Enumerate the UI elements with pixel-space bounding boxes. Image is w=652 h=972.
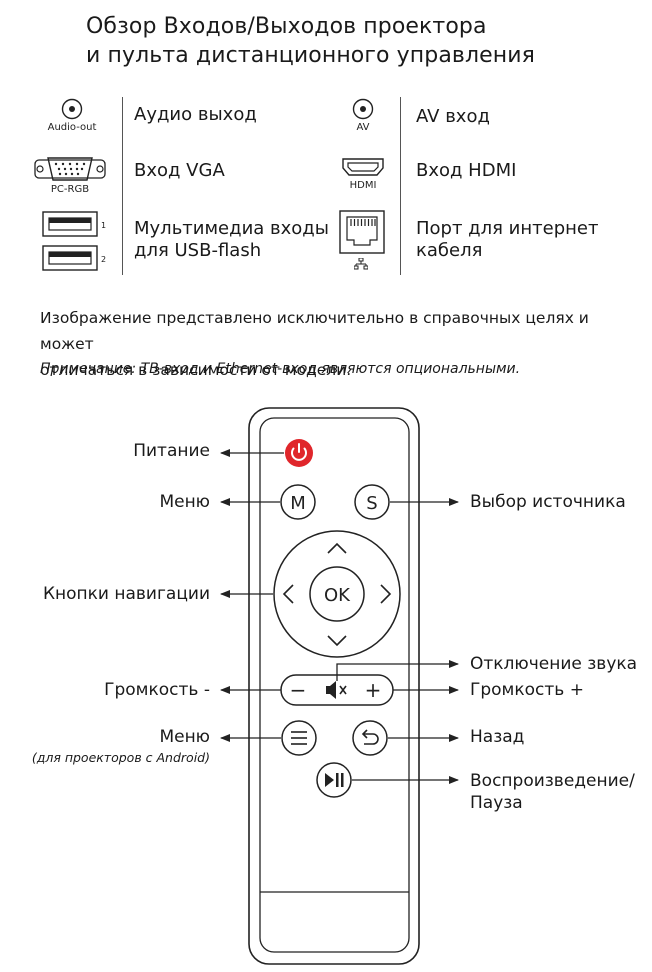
- power-button[interactable]: [285, 439, 313, 467]
- back-button[interactable]: [352, 720, 388, 756]
- disclaimer: Изображение представлено исключительно в…: [40, 305, 640, 383]
- menu-m-button-label: M: [290, 493, 306, 514]
- usb-port-icon: [42, 211, 98, 237]
- hamburger-icon: [291, 731, 307, 745]
- arrow-mute: [336, 660, 459, 681]
- note: Примечание: ТВ-вход и Ethernet-вход явля…: [40, 361, 521, 377]
- vga-port-icon: [34, 157, 106, 181]
- usb-port-icon: [42, 245, 98, 271]
- usb-label: Мультимедиа входы для USB-flash: [134, 218, 329, 262]
- hdmi-label: Вход HDMI: [416, 160, 517, 181]
- ethernet-port-icon: [339, 210, 385, 254]
- label-play-pause: Воспроизведение/ Пауза: [470, 770, 635, 814]
- av-jack-icon: [352, 98, 374, 120]
- audio-jack-icon: [61, 98, 83, 120]
- label-menu: Меню: [159, 492, 210, 512]
- label-vol-down: Громкость -: [104, 680, 210, 700]
- vga-caption: PC-RGB: [50, 184, 90, 195]
- network-icon: [354, 258, 368, 270]
- av-caption: AV: [356, 122, 370, 133]
- nav-down-button[interactable]: [327, 635, 347, 647]
- disclaimer-line-1: Изображение представлено исключительно в…: [40, 309, 589, 353]
- usb-index-1: 1: [101, 221, 107, 230]
- usb-label-line-1: Мультимедиа входы: [134, 218, 329, 239]
- page-title: Обзор Входов/Выходов проектора и пульта …: [86, 12, 535, 70]
- volume-plus-button[interactable]: +: [365, 678, 382, 702]
- volume-plus-label: +: [365, 678, 382, 702]
- ports-section: Audio-out Аудио выход AV AV вход PC-RGB …: [0, 0, 652, 290]
- usb-index-2: 2: [101, 255, 107, 264]
- ethernet-label: Порт для интернет кабеля: [416, 218, 598, 262]
- volume-minus-label: −: [290, 678, 307, 702]
- ethernet-label-line-1: Порт для интернет: [416, 218, 599, 239]
- label-back: Назад: [470, 727, 525, 747]
- nav-left-button[interactable]: [282, 584, 294, 604]
- android-menu-button[interactable]: [281, 720, 317, 756]
- source-s-button-label: S: [366, 493, 377, 514]
- divider-right: [400, 97, 401, 275]
- nav-right-button[interactable]: [380, 584, 392, 604]
- hdmi-port-icon: [342, 158, 384, 176]
- audio-out-label: Аудио выход: [134, 104, 257, 125]
- label-mute: Отключение звука: [470, 654, 638, 674]
- ok-button[interactable]: OK: [309, 566, 365, 622]
- ethernet-label-line-2: кабеля: [416, 240, 483, 261]
- play-pause-icon: [325, 773, 344, 787]
- title-line-2: и пульта дистанционного управления: [86, 43, 535, 68]
- disclaimer-line-2: отличаться в зависимости от модели.: [40, 361, 352, 379]
- ok-button-label: OK: [324, 585, 351, 606]
- volume-minus-button[interactable]: −: [290, 678, 307, 702]
- nav-up-button[interactable]: [327, 542, 347, 554]
- back-icon: [361, 729, 379, 745]
- title-line-1: Обзор Входов/Выходов проектора: [86, 14, 487, 39]
- hdmi-caption: HDMI: [349, 180, 377, 191]
- vga-label: Вход VGA: [134, 160, 225, 181]
- usb-label-line-2: для USB-flash: [134, 240, 262, 261]
- label-navigation: Кнопки навигации: [42, 584, 210, 604]
- label-play-pause-line-2: Пауза: [470, 793, 523, 813]
- label-android-menu: Меню: [159, 727, 210, 747]
- audio-out-caption: Audio-out: [47, 122, 97, 133]
- mute-icon: [326, 681, 347, 699]
- label-android-menu-sub: (для проекторов с Android): [31, 750, 210, 765]
- av-in-label: AV вход: [416, 106, 490, 127]
- label-play-pause-line-1: Воспроизведение/: [470, 771, 635, 791]
- label-vol-up: Громкость +: [470, 680, 584, 700]
- callout-arrows: [220, 449, 459, 784]
- label-source: Выбор источника: [470, 492, 626, 512]
- label-power: Питание: [133, 441, 210, 461]
- divider-left: [122, 97, 123, 275]
- source-s-button[interactable]: S: [354, 484, 390, 520]
- mute-button[interactable]: [326, 681, 347, 699]
- menu-m-button[interactable]: M: [280, 484, 316, 520]
- play-pause-button[interactable]: [316, 762, 352, 798]
